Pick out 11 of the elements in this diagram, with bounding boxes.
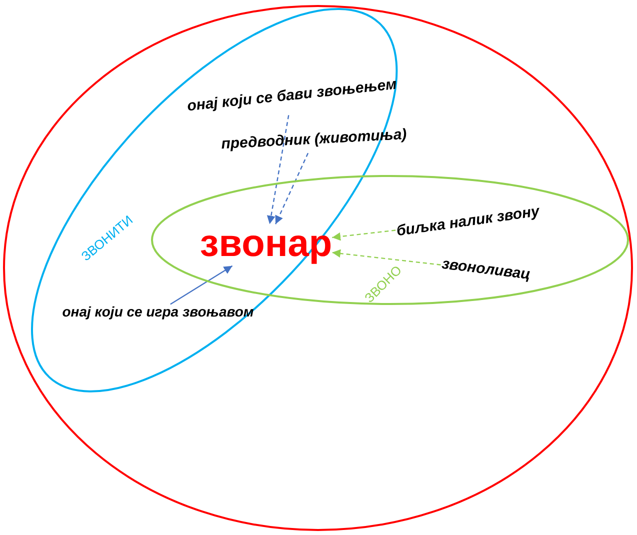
annotation-text: звоноливац — [440, 256, 532, 284]
arrow — [170, 265, 233, 305]
arrow — [275, 152, 309, 224]
annotation-text: предводник (животиња) — [220, 126, 408, 154]
arrow — [266, 115, 290, 224]
arrow — [332, 249, 441, 266]
set-ellipse — [150, 174, 630, 306]
arrow — [332, 230, 396, 241]
annotation-text: онај који се бави звоњењем — [186, 76, 398, 116]
annotation-text: биљка налик звону — [396, 204, 540, 240]
outer-ellipse — [2, 4, 634, 532]
